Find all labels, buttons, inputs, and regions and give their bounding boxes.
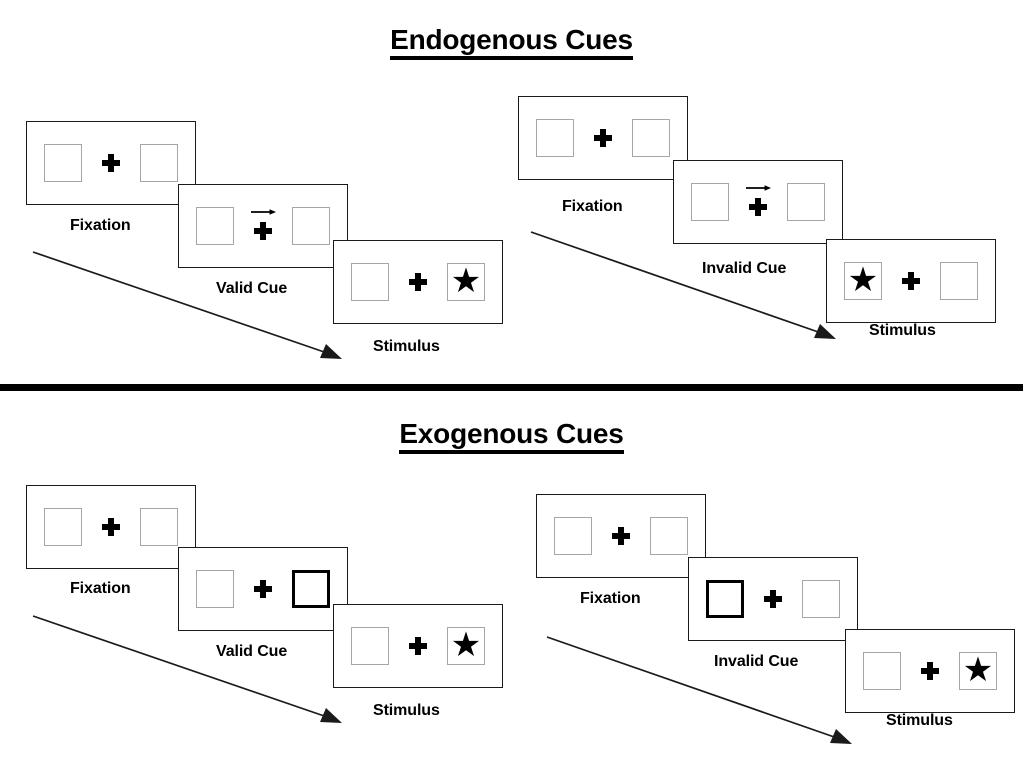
- panel-endogenous-valid-cue[interactable]: [178, 184, 348, 268]
- caption-exogenous-invalid-fixation: Fixation: [580, 590, 641, 607]
- plus-icon: [764, 590, 782, 608]
- right-box: [140, 144, 178, 182]
- arrow-right-icon: [746, 185, 772, 191]
- left-box-cued: [706, 580, 744, 618]
- center-column: [588, 119, 618, 157]
- plus-icon: [409, 637, 427, 655]
- panel-exogenous-valid-fixation[interactable]: [26, 485, 196, 569]
- left-box: [196, 207, 234, 245]
- panel-row: [44, 508, 178, 546]
- center-column: [96, 144, 126, 182]
- right-box: [940, 262, 978, 300]
- panel-row: ★: [863, 652, 997, 690]
- left-box: [351, 627, 389, 665]
- center-column: [606, 517, 636, 555]
- caption-exogenous-valid-fixation: Fixation: [70, 580, 131, 597]
- section-title-exogenous-text: Exogenous Cues: [399, 418, 624, 454]
- plus-icon: [749, 198, 767, 216]
- plus-icon: [902, 272, 920, 290]
- panel-row: ★: [351, 263, 485, 301]
- panel-exogenous-invalid-cue[interactable]: [688, 557, 858, 641]
- panel-endogenous-invalid-stimulus[interactable]: ★: [826, 239, 996, 323]
- timeline-arrow-endogenous-valid: [32, 251, 342, 359]
- plus-icon: [612, 527, 630, 545]
- section-title-endogenous-text: Endogenous Cues: [390, 24, 633, 60]
- timeline-arrow-exogenous-valid: [32, 615, 342, 723]
- panel-exogenous-valid-stimulus[interactable]: ★: [333, 604, 503, 688]
- panel-row: [554, 517, 688, 555]
- right-box: [292, 207, 330, 245]
- panel-row: ★: [844, 262, 978, 300]
- left-box: [863, 652, 901, 690]
- center-column: [758, 580, 788, 618]
- panel-row: ★: [351, 627, 485, 665]
- plus-icon: [254, 222, 272, 240]
- section-title-exogenous: Exogenous Cues: [0, 418, 1023, 454]
- panel-exogenous-valid-cue[interactable]: [178, 547, 348, 631]
- right-box: [650, 517, 688, 555]
- star-icon: ★: [847, 261, 879, 299]
- panel-row: [691, 183, 825, 221]
- panel-endogenous-invalid-fixation[interactable]: [518, 96, 688, 180]
- caption-exogenous-invalid-stimulus: Stimulus: [886, 712, 953, 729]
- center-column: [248, 570, 278, 608]
- left-box: [44, 144, 82, 182]
- plus-icon: [102, 154, 120, 172]
- left-box: [44, 508, 82, 546]
- right-box: [802, 580, 840, 618]
- panel-row: [536, 119, 670, 157]
- arrow-right-icon: [251, 209, 277, 215]
- right-box-with-star: ★: [959, 652, 997, 690]
- right-box-with-star: ★: [447, 263, 485, 301]
- panel-row: [196, 570, 330, 608]
- left-box: [196, 570, 234, 608]
- plus-icon: [254, 580, 272, 598]
- panel-exogenous-invalid-stimulus[interactable]: ★: [845, 629, 1015, 713]
- plus-icon: [409, 273, 427, 291]
- right-box: [140, 508, 178, 546]
- plus-icon: [594, 129, 612, 147]
- left-box: [351, 263, 389, 301]
- center-column: [403, 627, 433, 665]
- left-box: [554, 517, 592, 555]
- center-column: [248, 207, 278, 245]
- panel-row: [44, 144, 178, 182]
- caption-exogenous-invalid-cue: Invalid Cue: [714, 653, 799, 670]
- panel-exogenous-invalid-fixation[interactable]: [536, 494, 706, 578]
- panel-row: [196, 207, 330, 245]
- center-column: [743, 183, 773, 221]
- caption-endogenous-invalid-fixation: Fixation: [562, 198, 623, 215]
- left-box-with-star: ★: [844, 262, 882, 300]
- star-icon: ★: [450, 626, 482, 664]
- center-column: [403, 263, 433, 301]
- caption-endogenous-valid-cue: Valid Cue: [216, 280, 288, 297]
- star-icon: ★: [962, 651, 994, 689]
- star-icon: ★: [450, 262, 482, 300]
- caption-endogenous-invalid-stimulus: Stimulus: [869, 322, 936, 339]
- left-box: [536, 119, 574, 157]
- timeline-arrow-exogenous-invalid: [546, 636, 852, 744]
- plus-icon: [102, 518, 120, 536]
- caption-endogenous-valid-stimulus: Stimulus: [373, 338, 440, 355]
- center-column: [915, 652, 945, 690]
- plus-icon: [921, 662, 939, 680]
- caption-exogenous-valid-cue: Valid Cue: [216, 643, 288, 660]
- section-divider: [0, 384, 1023, 391]
- panel-endogenous-valid-fixation[interactable]: [26, 121, 196, 205]
- caption-endogenous-valid-fixation: Fixation: [70, 217, 131, 234]
- center-column: [896, 262, 926, 300]
- right-box-with-star: ★: [447, 627, 485, 665]
- left-box: [691, 183, 729, 221]
- panel-endogenous-valid-stimulus[interactable]: ★: [333, 240, 503, 324]
- center-column: [96, 508, 126, 546]
- panel-row: [706, 580, 840, 618]
- right-box: [632, 119, 670, 157]
- caption-exogenous-valid-stimulus: Stimulus: [373, 702, 440, 719]
- right-box-cued: [292, 570, 330, 608]
- panel-endogenous-invalid-cue[interactable]: [673, 160, 843, 244]
- timeline-arrow-endogenous-invalid: [530, 231, 836, 339]
- right-box: [787, 183, 825, 221]
- caption-endogenous-invalid-cue: Invalid Cue: [702, 260, 787, 277]
- section-title-endogenous: Endogenous Cues: [0, 24, 1023, 60]
